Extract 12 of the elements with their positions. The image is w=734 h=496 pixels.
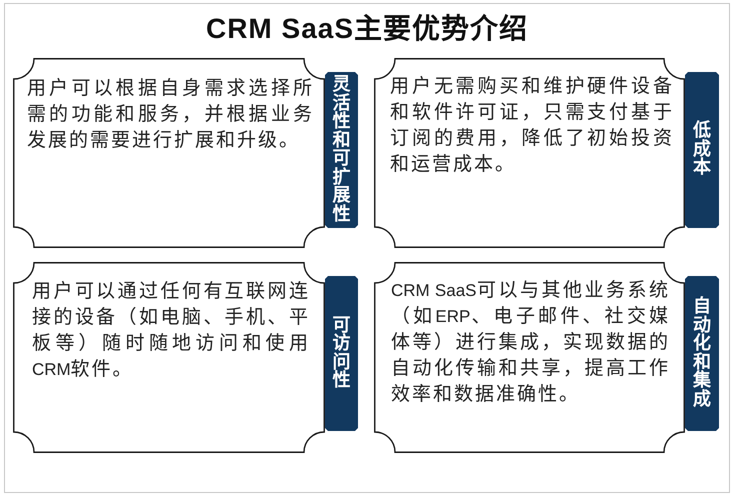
description-text: 用户无需购买和维护硬件设备和软件许可证，只需支付基于订阅的费用，降低了初始投资和运营成本。 xyxy=(390,75,674,177)
description-text: 用户可以根据自身需求选择所需的功能和服务，并根据业务发展的需要进行扩展和升级。 xyxy=(27,77,314,153)
description-text: 用户可以通过任何有互联网连接的设备（如电脑、手机、平板等）随时随地访问和使用CRM软件。 xyxy=(32,280,310,382)
heading-tab: 可访问性 xyxy=(325,276,358,431)
title: CRM SaaS主要优势介绍 xyxy=(206,12,528,46)
scalloped-card xyxy=(374,58,685,248)
scalloped-card xyxy=(13,262,325,453)
scalloped-card xyxy=(374,262,685,453)
heading-tab: 灵活性和可扩展性 xyxy=(325,72,358,228)
heading-tab: 低成本 xyxy=(685,72,719,228)
heading-tab: 自动化和集成 xyxy=(685,276,719,431)
scalloped-card xyxy=(13,58,325,248)
